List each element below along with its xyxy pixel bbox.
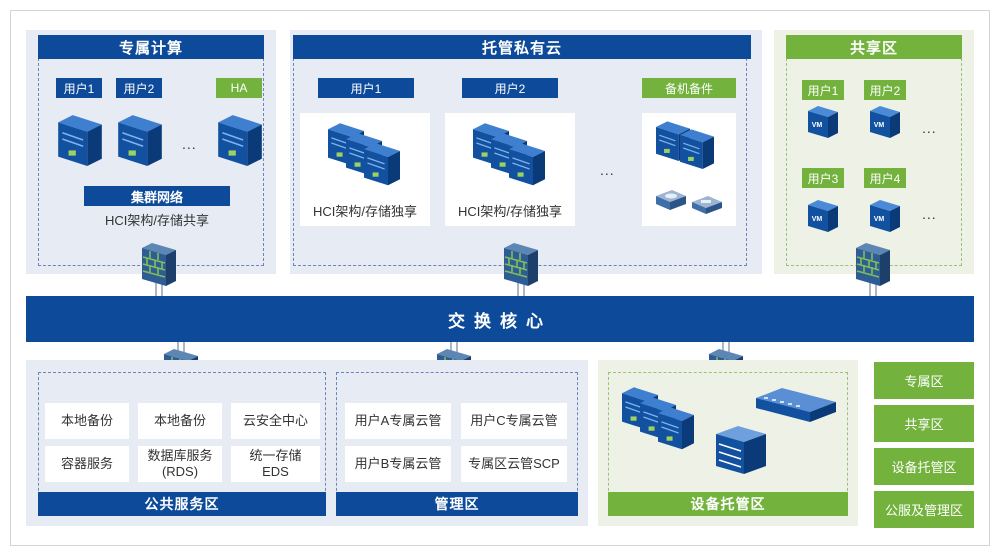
service-local-backup-1: 本地备份 (45, 403, 129, 439)
storage-array-icon (716, 426, 766, 474)
shared-user3-tag: 用户3 (802, 168, 844, 188)
firewall-icon (504, 242, 538, 286)
shared-ellipsis-1: ... (922, 120, 937, 136)
mgmt-user-c-cloud: 用户C专属云管 (461, 403, 567, 439)
device-hosting-title: 设备托管区 (608, 492, 848, 516)
dedicated-user2-tag: 用户2 (116, 78, 162, 98)
private-cloud-title: 托管私有云 (293, 35, 751, 59)
mgmt-dedicated-scp: 专属区云管SCP (461, 446, 567, 482)
network-switch-icon (756, 388, 836, 422)
service-local-backup-2: 本地备份 (138, 403, 222, 439)
shared-user4-tag: 用户4 (864, 168, 906, 188)
shared-zone (774, 30, 974, 274)
legend-shared-zone: 共享区 (874, 405, 974, 442)
shared-user1-tag: 用户1 (802, 80, 844, 100)
public-service-title: 公共服务区 (38, 492, 326, 516)
legend-device-hosting: 设备托管区 (874, 448, 974, 485)
legend-public-mgmt: 公服及管理区 (874, 491, 974, 528)
private-caption-2: HCI架构/存储独享 (457, 204, 562, 219)
shared-user2-tag: 用户2 (864, 80, 906, 100)
switching-core-bar: 交换核心 (26, 296, 974, 342)
mgmt-user-a-cloud: 用户A专属云管 (345, 403, 451, 439)
firewall-icon (856, 242, 890, 286)
service-database-rds: 数据库服务 (RDS) (138, 446, 222, 482)
private-caption-1: HCI架构/存储独享 (312, 204, 417, 219)
service-cloud-security-center: 云安全中心 (231, 403, 320, 439)
dedicated-ha-tag: HA (216, 78, 262, 98)
dedicated-compute-title: 专属计算 (38, 35, 264, 59)
shared-ellipsis-2: ... (922, 206, 937, 222)
management-title: 管理区 (336, 492, 578, 516)
cluster-network-bar: 集群网络 (84, 186, 230, 206)
server-icon (658, 404, 694, 450)
private-ellipsis: ... (600, 162, 615, 178)
dedicated-user1-tag: 用户1 (56, 78, 102, 98)
diagram-frame (10, 10, 990, 546)
mgmt-user-b-cloud: 用户B专属云管 (345, 446, 451, 482)
private-user1-tag: 用户1 (318, 78, 414, 98)
spare-parts-tag: 备机备件 (642, 78, 736, 98)
service-container: 容器服务 (45, 446, 129, 482)
legend-dedicated-zone: 专属区 (874, 362, 974, 399)
service-unified-storage-eds: 统一存储 EDS (231, 446, 320, 482)
private-user2-tag: 用户2 (462, 78, 558, 98)
dedicated-ellipsis: ... (182, 136, 197, 152)
memory-module-icon (692, 196, 722, 214)
shared-zone-title: 共享区 (786, 35, 962, 59)
dedicated-caption: HCI架构/存储共享 (104, 213, 209, 228)
firewall-icon (142, 242, 176, 286)
hard-drive-icon (656, 190, 686, 210)
